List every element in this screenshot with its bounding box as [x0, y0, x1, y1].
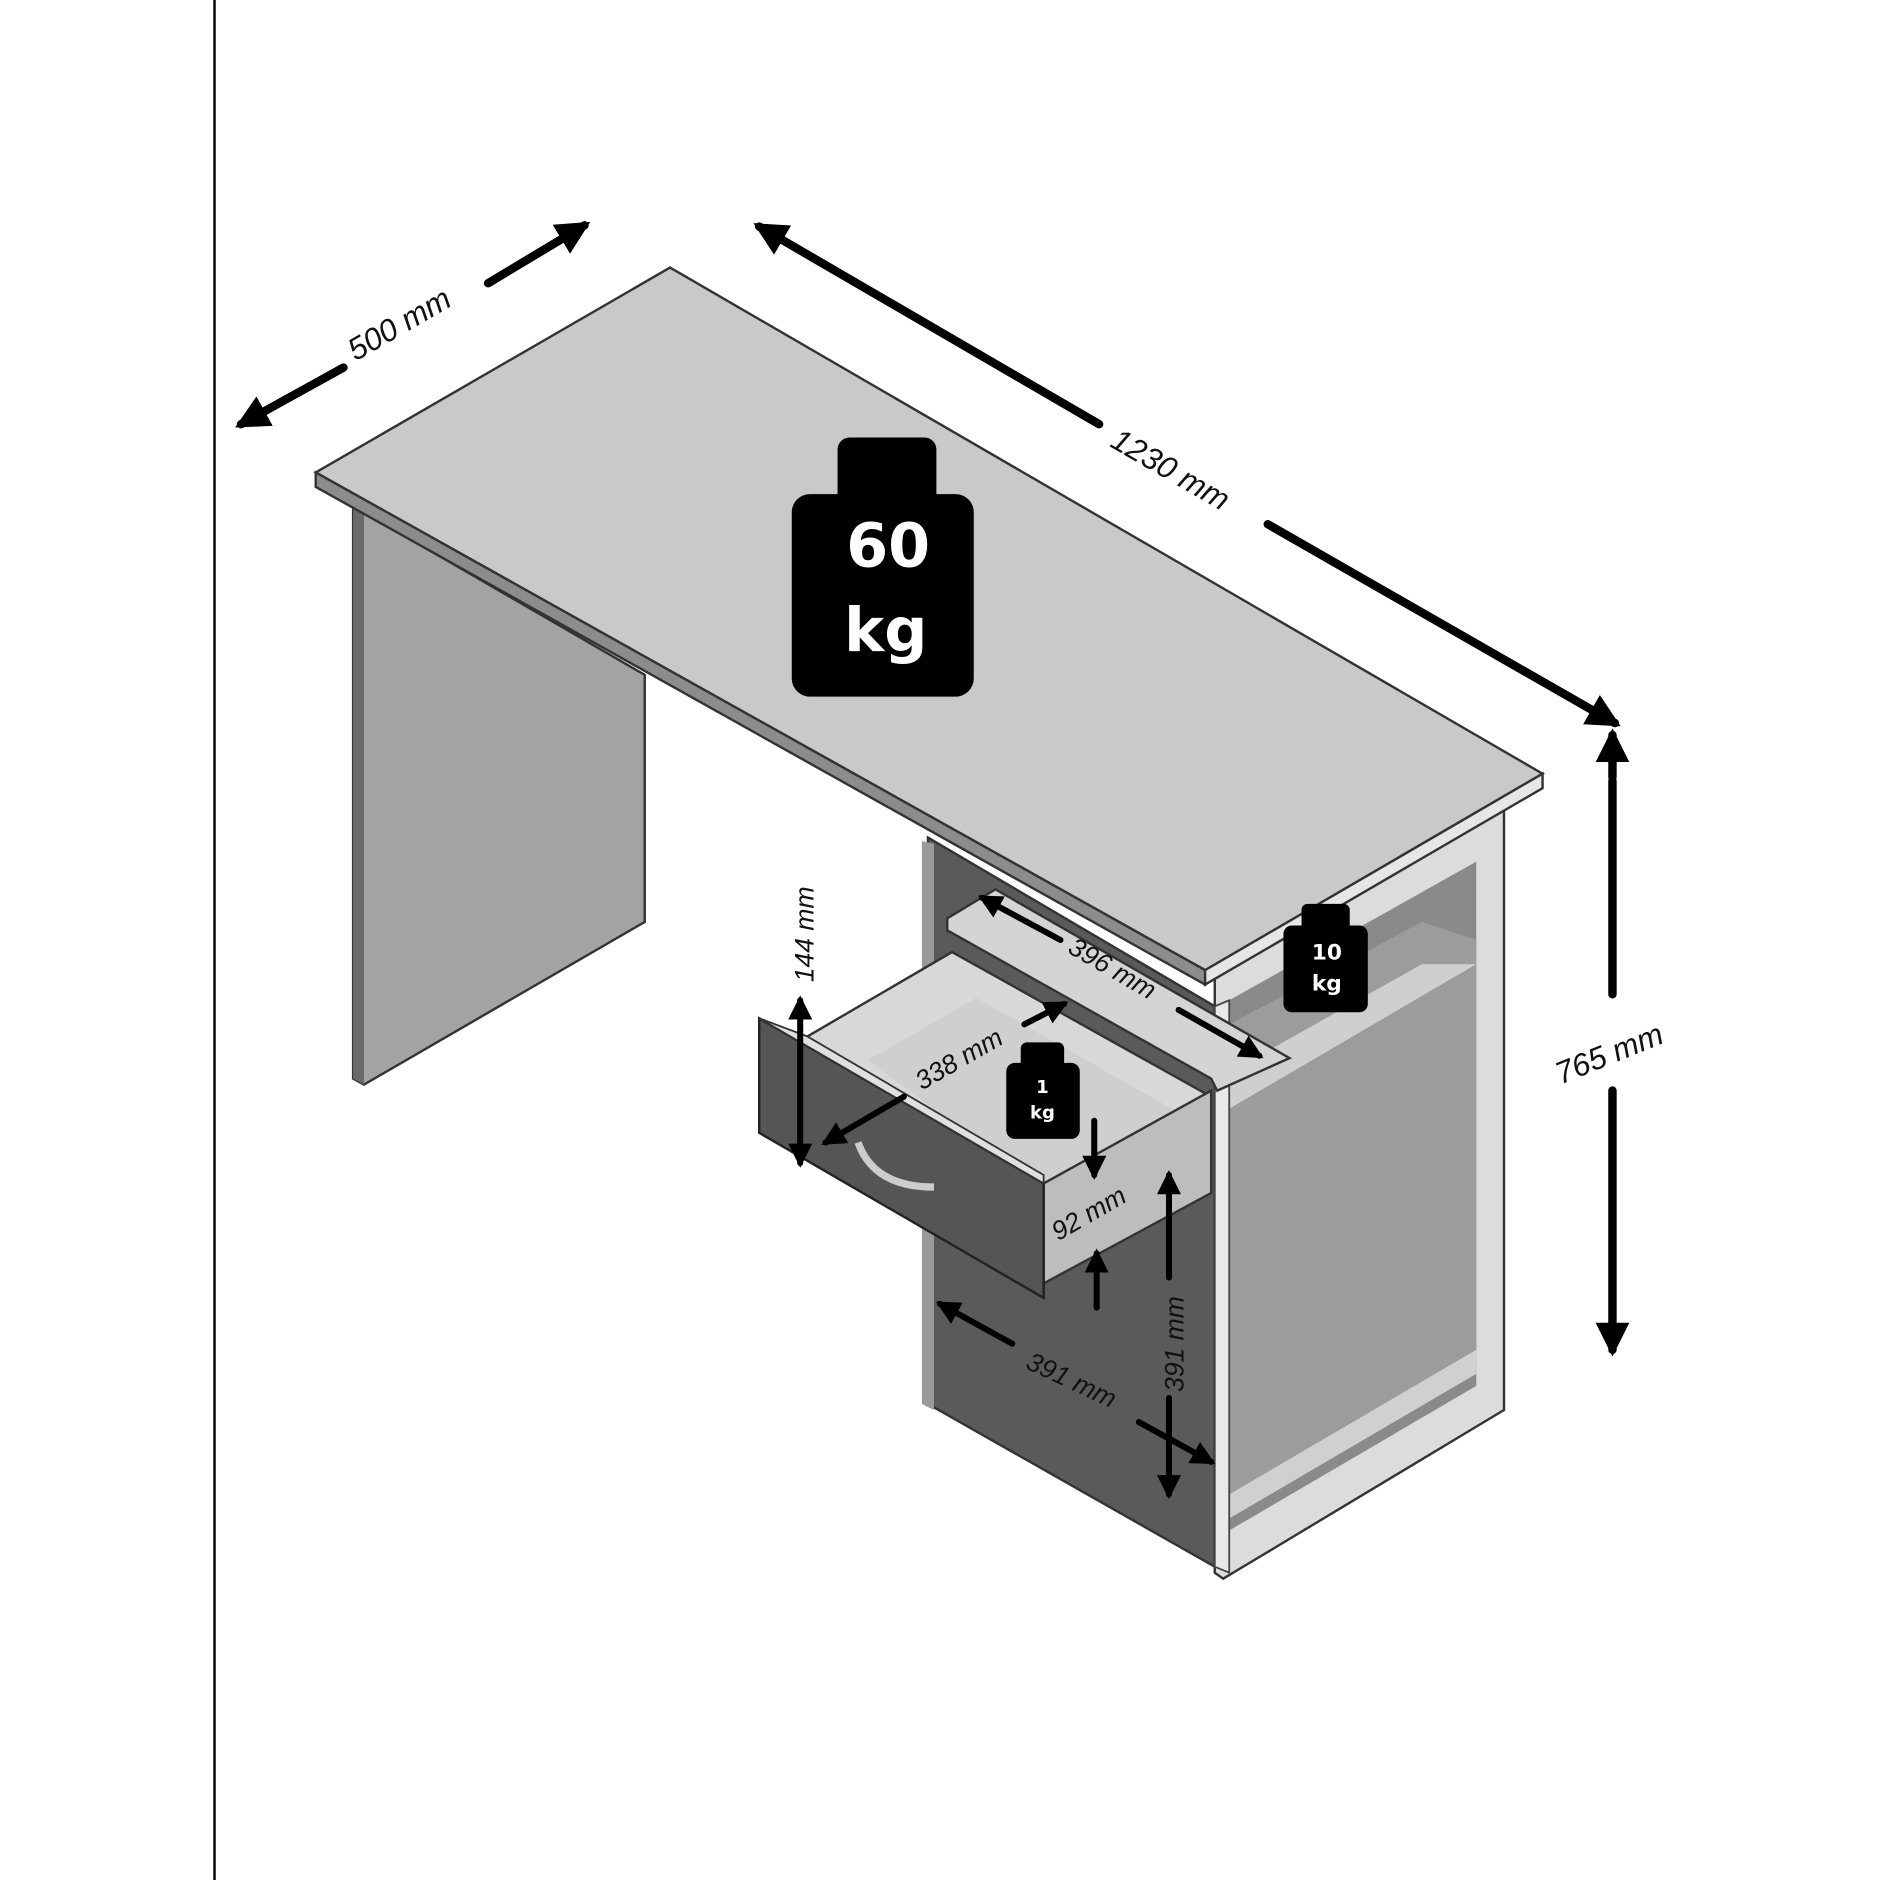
- weight-badge-1kg: 1 kg: [1006, 1042, 1080, 1139]
- height-label: 765 mm: [1550, 1016, 1668, 1091]
- width-label: 1230 mm: [1105, 422, 1236, 518]
- weight-badge-10kg: 10 kg: [1283, 903, 1368, 1013]
- weight-value: 60: [846, 511, 930, 581]
- drawer-height-label: 144 mm: [789, 886, 819, 982]
- weight-unit: kg: [1312, 972, 1342, 997]
- keyboard-shelf: [946, 887, 1293, 1093]
- weight-value: 10: [1312, 940, 1342, 965]
- weight-icon: [791, 437, 974, 697]
- weight-value: 1: [1036, 1077, 1049, 1098]
- weight-unit: kg: [1030, 1102, 1055, 1123]
- depth-label: 500 mm: [342, 281, 458, 368]
- cabinet-height-label: 391 mm: [1159, 1296, 1189, 1392]
- drawer-handle-icon: [854, 1141, 934, 1191]
- weight-icon: [1006, 1042, 1080, 1139]
- weight-badge-60kg: 60 kg: [791, 437, 974, 697]
- weight-icon: [1283, 903, 1368, 1013]
- weight-unit: kg: [844, 596, 927, 666]
